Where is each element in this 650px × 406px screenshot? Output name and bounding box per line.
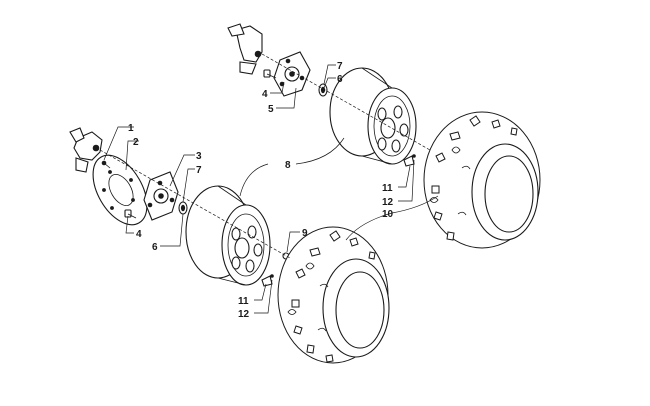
callout-3: 3 (196, 151, 202, 162)
brake-disc-front (92, 154, 148, 226)
callout-12-front: 12 (238, 309, 250, 320)
valve-stem-front (261, 274, 274, 287)
callout-11-front: 11 (238, 296, 249, 307)
callout-7: 7 (196, 165, 202, 176)
rim-rear (329, 67, 417, 165)
callout-6: 6 (152, 242, 158, 253)
callout-7-upper: 7 (337, 61, 343, 72)
hub-nut-front (178, 201, 188, 215)
wheel-hub-front (143, 171, 179, 221)
tire-front (277, 226, 390, 364)
callout-2: 2 (133, 137, 139, 148)
callout-labels: 1 2 3 7 4 6 7 6 4 5 8 9 11 12 11 12 10 (128, 61, 394, 320)
callout-6-upper: 6 (337, 74, 343, 85)
callout-11-rear: 11 (382, 183, 393, 194)
callout-4-upper: 4 (262, 89, 268, 100)
tire-rear (423, 111, 541, 249)
callout-10: 10 (382, 209, 394, 220)
callout-9: 9 (302, 228, 308, 239)
cotter-pin-front (101, 160, 111, 169)
leader-lines (99, 53, 439, 314)
rim-front (185, 185, 271, 286)
stud-bolt-rear (263, 69, 277, 79)
wheel-hub-rear (273, 51, 311, 97)
steering-knuckle-rear (227, 23, 263, 75)
callout-4: 4 (136, 229, 142, 240)
callout-1: 1 (128, 123, 134, 134)
callout-12-rear: 12 (382, 197, 394, 208)
callout-8: 8 (285, 160, 291, 171)
steering-knuckle-front (69, 127, 103, 173)
callout-5-upper: 5 (268, 104, 274, 115)
hub-nut-rear (318, 83, 328, 97)
